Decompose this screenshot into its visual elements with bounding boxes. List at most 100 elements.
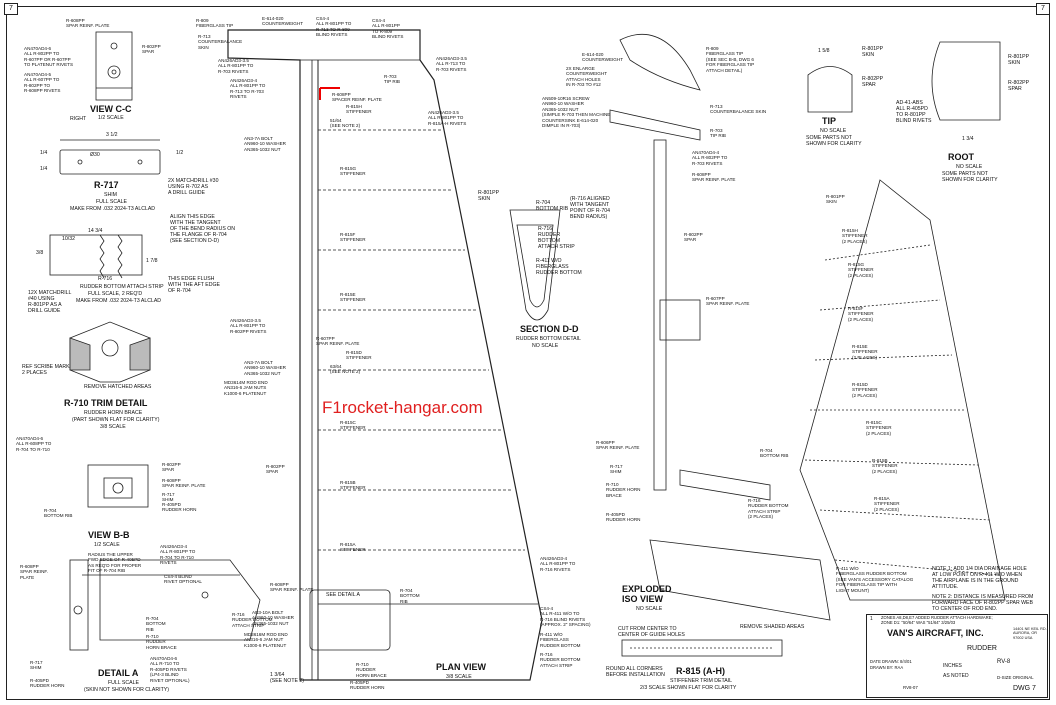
- title-block: 1 ZONES A8,D8,E7 ADDED RUDDER ATTACH HAR…: [866, 614, 1048, 698]
- section-dd-title: SECTION D-D: [520, 324, 579, 334]
- section-dd-c1: R-801PP SKIN: [478, 190, 500, 202]
- rudder-outline: [227, 29, 543, 681]
- tip-c1: R-801PP SKIN: [862, 46, 884, 58]
- view-bb-scale: 1/2 SCALE: [94, 542, 120, 548]
- r716-sub2: MAKE FROM .032 2024-T3 ALCLAD: [76, 298, 162, 304]
- plan-dim: 1 3/64 (SEE NOTE 2): [270, 672, 305, 684]
- drawing-border: [6, 6, 1050, 700]
- root-sub2: SOME PARTS NOT SHOWN FOR CLARITY: [942, 171, 998, 183]
- detail-a: [99, 559, 261, 641]
- tb-size: D-SIZE ORIGINAL: [997, 675, 1034, 680]
- r815-title: R-815 (A-H): [676, 666, 726, 676]
- tip-c2: R-802PP SPAR: [862, 76, 884, 88]
- root-c3: AD-41-ABS ALL R-405PD TO R-801PP BLIND R…: [896, 100, 932, 124]
- root-dim: 1 3/4: [962, 136, 974, 142]
- callout-r14: R-704 BOTTOM RIB: [760, 448, 789, 459]
- r716-note1: ALIGN THIS EDGE WITH THE TANGENT OF THE …: [170, 214, 236, 244]
- r716-label: R-716: [98, 276, 113, 282]
- r716-note2: THIS EDGE FLUSH WITH THE AFT EDGE OF R-7…: [168, 276, 220, 294]
- r717-title: R-717: [94, 180, 119, 190]
- tip-dim: 1 5/8: [818, 48, 830, 54]
- callout-c0: R-809 FIBERGLASS TIP: [196, 18, 234, 29]
- section-dd-c3: R-716 RUDDER BOTTOM ATTACH STRIP: [538, 226, 575, 250]
- section-dd-c2: R-704 BOTTOM RIB: [536, 200, 569, 212]
- section-dd-sub2: NO SCALE: [532, 343, 559, 349]
- exploded-spar: [653, 139, 667, 491]
- r710-sub1: RUDDER HORN BRACE: [84, 410, 143, 416]
- callout-r6: AN470AD4-4 ALL R-802PP TO R-703 RIVETS: [692, 150, 728, 166]
- callout-c33: R-710 RUDDER HORN BRACE: [356, 662, 387, 678]
- callout-c3: CS4-4 ALL R-801PP TO R-809 BLIND RIVETS: [372, 18, 404, 40]
- tb-rev-letter: 1: [870, 616, 873, 622]
- r716-dim2: 10/32: [62, 236, 75, 242]
- callout-c21: 63/64 (SEE NOTE 2): [330, 364, 361, 375]
- section-dd-sub1: RUDDER BOTTOM DETAIL: [516, 336, 581, 342]
- callout-l11: AN426AD3-4 ALL R-801PP TO R-704 TO R-710…: [160, 544, 196, 566]
- plan-see-detail: SEE DETAIL A: [326, 592, 361, 598]
- section-dd: [509, 209, 561, 321]
- r716-dim4: 1 7/8: [146, 258, 158, 264]
- section-dd-c5: (R-716 ALIGNED WITH TANGENT POINT OF R-7…: [570, 196, 610, 220]
- callout-c32: MD3616M ROD END AN316-6 JAM NUT K1000-6 …: [244, 632, 288, 648]
- callout-r11: R-717 SHIM: [610, 464, 623, 475]
- r815-sub2: 2/3 SCALE SHOWN FLAT FOR CLARITY: [640, 685, 737, 691]
- callout-l2: AN470AD4-6 ALL R-802PP TO R-607PP OR R-6…: [24, 46, 74, 68]
- root-section: [931, 41, 1001, 121]
- root-sub1: NO SCALE: [956, 164, 983, 170]
- r717-sub1: SHIM: [104, 192, 117, 198]
- r717-sub3: MAKE FROM .032 2024-T3 ALCLAD: [70, 206, 156, 212]
- r717-dim6: Ø30: [90, 152, 100, 158]
- callout-r20: R-815F STIFFENER (2 PLACES): [848, 306, 874, 322]
- callout-r2: R-809 FIBERGLASS TIP (SEE SEC B-B, DWG 6…: [706, 46, 755, 73]
- root-title: ROOT: [948, 152, 974, 162]
- callout-r10: R-606PP SPAR REINF. PLATE: [596, 440, 640, 451]
- r710-sub3: 3/8 SCALE: [100, 424, 126, 430]
- callout-c13: AN3-7A BOLT AN960-10 WASHER AN365-1032 N…: [244, 136, 286, 152]
- callout-r5: R-703 TIP RIB: [710, 128, 726, 139]
- tip-sub2: SOME PARTS NOT SHOWN FOR CLARITY: [806, 135, 862, 147]
- callout-r0: E-614-020 COUNTERWEIGHT: [582, 52, 624, 63]
- callout-c37: R-716 RUDDER BOTTOM ATTACH STRIP: [540, 652, 581, 668]
- callout-r25: R-815A STIFFENER (2 PLACES): [874, 496, 900, 512]
- callout-c36: R-411 W/O FIBERGLASS RUDDER BOTTOM: [540, 632, 581, 648]
- callout-c20: AN3-7A BOLT AN960-10 WASHER AN365-1032 N…: [244, 360, 286, 376]
- detail-a-title: DETAIL A: [98, 668, 139, 678]
- r716-sub1: FULL SCALE, 2 REQ'D: [88, 291, 143, 297]
- tb-address: 14401 NE KEIL RD. AURORA, OR 97002 USA: [1013, 627, 1047, 640]
- callout-l15: R-710 RUDDER HORN BRACE: [146, 634, 177, 650]
- callout-c5: AN426AD3-3.5 ALL R-801PP TO R-703 RIVETS: [218, 58, 254, 74]
- callout-l13: R-608PP SPAR REINF. PLATE: [20, 564, 48, 580]
- callout-c19: R-815D STIFFENER: [346, 350, 372, 361]
- callout-r9: R-607PP SPAR REINF. PLATE: [706, 296, 750, 307]
- callout-c28: R-608PP SPAR REINF. PLATE: [270, 582, 314, 593]
- root-c1: R-801PP SKIN: [1008, 54, 1030, 66]
- callout-c11: 51/64 (SEE NOTE 2): [330, 118, 361, 129]
- plan-view-scale: 3/8 SCALE: [446, 674, 472, 680]
- tip-title: TIP: [822, 116, 837, 126]
- callout-r21: R-815E STIFFENER (2 PLACES): [852, 344, 878, 360]
- r710-note2: REMOVE HATCHED AREAS: [84, 384, 152, 390]
- r815-note1: CUT FROM CENTER TO CENTER OF GUIDE HOLES: [618, 626, 685, 638]
- page-number-right: 7: [1036, 3, 1050, 15]
- r717-shim: [59, 149, 161, 175]
- callout-c15: R-815F STIFFENER: [340, 232, 366, 243]
- r717-dim1: 3 1/2: [106, 132, 118, 138]
- watermark: F1rocket-hangar.com: [322, 398, 483, 417]
- tb-units: INCHES: [943, 663, 962, 669]
- callout-l17: R-717 SHIM: [30, 660, 43, 671]
- callout-c16: R-815E STIFFENER: [340, 292, 366, 303]
- r710-sub2: (PART SHOWN FLAT FOR CLARITY): [72, 417, 160, 423]
- view-cc-scale: 1/2 SCALE: [98, 115, 124, 121]
- callout-c26: R-815A STIFFENER: [340, 542, 366, 553]
- tb-date: DATE DRAWN: 8/4/01: [870, 659, 912, 664]
- callout-l6: R-608PP SPAR REINF. PLATE: [162, 478, 206, 489]
- r717-dim3: 1/2: [176, 150, 184, 156]
- callout-c14: R-815G STIFFENER: [340, 166, 366, 177]
- callout-c9: R-608PP SPACER REINF. PLATE: [332, 92, 382, 103]
- skin-panel: [799, 179, 1006, 601]
- callout-l1: R-802PP SPAR: [142, 44, 161, 55]
- callout-c22: MD3614M ROD END AN316-6 JAM NUTS K1000-6…: [224, 380, 268, 396]
- tb-revision: ZONES A8,D8,E7 ADDED RUDDER ATTACH HARDW…: [881, 615, 993, 625]
- tb-company: VAN'S AIRCRAFT, INC.: [887, 628, 984, 638]
